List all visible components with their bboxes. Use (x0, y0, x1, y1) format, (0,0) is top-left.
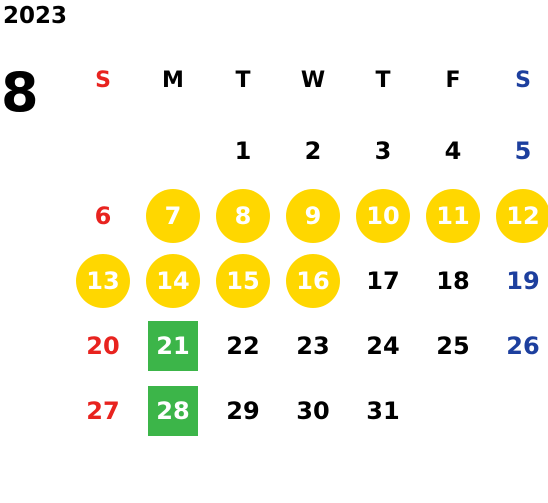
calendar-day-cell[interactable]: 13 (68, 248, 138, 313)
calendar-day-cell[interactable]: 31 (348, 378, 418, 443)
calendar-day-number: 27 (86, 396, 120, 425)
weekday-label: S (515, 68, 531, 93)
calendar-day-cell[interactable]: 17 (348, 248, 418, 313)
calendar-day-cell[interactable]: 29 (208, 378, 278, 443)
calendar-day-number: 2 (304, 136, 322, 165)
calendar-day-number: 7 (146, 188, 200, 243)
calendar-day-cell[interactable]: 12 (488, 183, 548, 248)
calendar-day-number: 30 (296, 396, 330, 425)
calendar-day-cell[interactable]: 7 (138, 183, 208, 248)
calendar-day-cell[interactable]: 30 (278, 378, 348, 443)
calendar-day-number: 16 (286, 253, 340, 308)
calendar-year: 2023 (3, 3, 68, 29)
calendar-day-number: 13 (76, 253, 130, 308)
calendar-day-cell[interactable]: 1 (208, 118, 278, 183)
calendar-day-cell[interactable]: 16 (278, 248, 348, 313)
calendar-day-number: 1 (234, 136, 252, 165)
calendar-day-cell[interactable]: 3 (348, 118, 418, 183)
calendar-day-cell[interactable]: 28 (138, 378, 208, 443)
calendar-day-cell[interactable]: 23 (278, 313, 348, 378)
weekday-label: S (95, 68, 111, 93)
calendar-day-cell[interactable]: 26 (488, 313, 548, 378)
calendar-day-number: 31 (366, 396, 400, 425)
weekday-label: T (235, 68, 251, 93)
calendar-day-cell[interactable]: 5 (488, 118, 548, 183)
calendar-day-cell[interactable]: 19 (488, 248, 548, 313)
calendar-day-cell[interactable]: 21 (138, 313, 208, 378)
calendar-day-cell[interactable]: 2 (278, 118, 348, 183)
weekday-label: F (445, 68, 461, 93)
calendar-day-number: 12 (496, 188, 548, 243)
calendar-day-cell[interactable]: 4 (418, 118, 488, 183)
calendar-day-cell[interactable]: 24 (348, 313, 418, 378)
calendar-day-number: 21 (148, 320, 198, 371)
calendar-day-number: 28 (148, 385, 198, 436)
calendar-day-number: 19 (506, 266, 540, 295)
calendar-day-cell[interactable]: 18 (418, 248, 488, 313)
weekday-label: T (375, 68, 391, 93)
calendar-day-cell[interactable]: 22 (208, 313, 278, 378)
calendar-day-cell[interactable]: 11 (418, 183, 488, 248)
calendar-day-number: 10 (356, 188, 410, 243)
calendar-day-cell[interactable]: 27 (68, 378, 138, 443)
calendar-day-number: 25 (436, 331, 470, 360)
calendar-day-number: 5 (514, 136, 532, 165)
calendar-day-cell[interactable]: 8 (208, 183, 278, 248)
calendar-day-cell[interactable]: 14 (138, 248, 208, 313)
calendar-day-number: 8 (216, 188, 270, 243)
calendar-day-number: 11 (426, 188, 480, 243)
calendar-day-number: 17 (366, 266, 400, 295)
calendar-month: 8 (1, 61, 39, 124)
calendar-day-number: 29 (226, 396, 260, 425)
calendar-day-number: 23 (296, 331, 330, 360)
calendar-day-cell[interactable]: 10 (348, 183, 418, 248)
weekday-label: W (300, 68, 326, 93)
calendar-day-number: 18 (436, 266, 470, 295)
calendar-day-number: 20 (86, 331, 120, 360)
calendar-day-number: 6 (94, 201, 112, 230)
calendar-day-number: 24 (366, 331, 400, 360)
calendar-day-number: 22 (226, 331, 260, 360)
weekday-label: M (162, 68, 184, 93)
calendar-day-cell[interactable]: 15 (208, 248, 278, 313)
calendar-day-cell[interactable]: 9 (278, 183, 348, 248)
calendar-day-number: 4 (444, 136, 462, 165)
calendar-day-cell[interactable]: 20 (68, 313, 138, 378)
calendar-day-cell[interactable]: 6 (68, 183, 138, 248)
calendar-day-number: 9 (286, 188, 340, 243)
calendar-day-number: 15 (216, 253, 270, 308)
calendar-day-number: 26 (506, 331, 540, 360)
calendar-day-cell[interactable]: 25 (418, 313, 488, 378)
calendar-day-number: 3 (374, 136, 392, 165)
calendar-day-number: 14 (146, 253, 200, 308)
